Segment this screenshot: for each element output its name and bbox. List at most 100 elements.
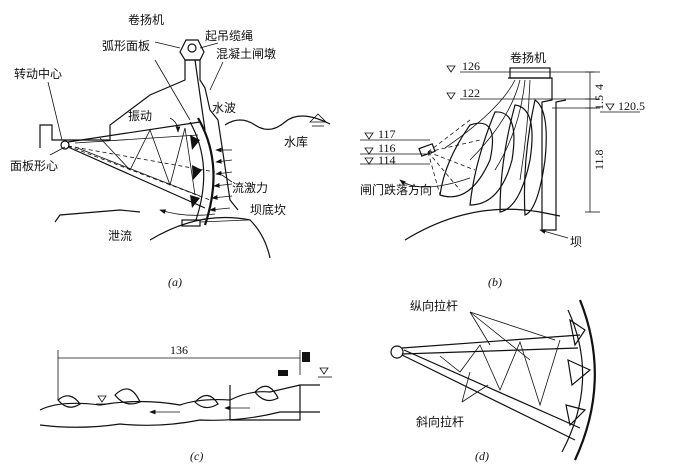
cable-b2 [469, 79, 521, 161]
gate-fragment-2 [114, 388, 141, 405]
caption-d: (d) [475, 449, 489, 463]
skin-plate-d [574, 299, 596, 461]
label-dim-1-5: 1.5 [592, 95, 606, 110]
label-reservoir: 水库 [284, 134, 308, 149]
label-dam-sill: 坝底坎 [250, 202, 286, 217]
spillway-box [229, 385, 301, 421]
truss-diagonals-d [439, 339, 561, 407]
water-symbol-c1 [97, 395, 107, 403]
leader-long-rod-1 [469, 311, 491, 346]
label-dam: 坝 [570, 235, 582, 249]
water-wave [224, 115, 331, 130]
sill-surface [149, 216, 271, 259]
label-plate-center: 面板形心 [10, 159, 58, 173]
fall-trajectory-fan [427, 119, 481, 196]
river-lower-bank [39, 411, 320, 428]
plate-center-line [67, 145, 216, 173]
winch-block-c [302, 352, 310, 362]
dam-body-b [404, 208, 561, 241]
pier-b [508, 77, 567, 231]
left-floor [54, 209, 141, 223]
winch-pulley [187, 43, 197, 53]
label-longitudinal-rod: 纵向拉杆 [410, 298, 458, 313]
leader-diag-rod-2 [461, 384, 489, 403]
pivot-center [60, 140, 70, 150]
label-level-116: 116 [378, 141, 396, 155]
leader-diag-rod-1 [461, 371, 471, 403]
skin-plate-frame-d [561, 309, 584, 453]
arm-truss [99, 127, 196, 196]
label-winch-b: 卷扬机 [510, 50, 546, 65]
gate-position-4 [523, 99, 547, 216]
gate-fragment-3 [194, 394, 219, 409]
label-level-126: 126 [462, 59, 480, 73]
flow-force-arrows [209, 147, 233, 212]
cable-b3 [494, 79, 526, 171]
label-pivot-center: 转动中心 [14, 66, 62, 81]
elevation-marks [360, 65, 640, 165]
upper-arm-d-inner [401, 347, 579, 355]
gate-fragment-4 [254, 385, 279, 402]
leader-long-rod-3 [469, 311, 556, 341]
panel-a: 卷扬机 起吊缆绳 弧形面板 混凝土闸墩 转动中心 水波 振动 水库 面板形心 流… [10, 12, 331, 289]
radial-skin-plate [197, 117, 215, 226]
label-vibration: 振动 [128, 109, 152, 123]
label-level-120-5: 120.5 [618, 99, 645, 113]
lower-arm-inner [74, 146, 201, 197]
label-water-wave: 水波 [212, 101, 236, 115]
caption-a: (a) [168, 275, 182, 289]
label-diagonal-rod: 斜向拉杆 [416, 414, 464, 429]
pivot-d [390, 345, 404, 359]
rib-triangles-d [565, 318, 592, 427]
lower-arm-d-outer [401, 354, 576, 441]
label-winch-a: 卷扬机 [128, 12, 164, 27]
label-discharge: 泄流 [108, 229, 132, 243]
leader-long-rod-2 [469, 311, 531, 361]
rib-triangles [190, 135, 202, 208]
panel-b: 卷扬机 126 122 120.5 117 116 114 4 1.5 11.8… [360, 50, 645, 289]
skin-plate-ribs [189, 121, 205, 221]
label-distance-136: 136 [170, 343, 188, 357]
label-dim-11-8: 11.8 [592, 149, 606, 170]
gate-fragment-1 [57, 395, 81, 408]
label-concrete-pier: 混凝土闸墩 [216, 46, 276, 61]
hoist-cable [194, 59, 206, 131]
label-level-122: 122 [462, 86, 480, 100]
label-radial-skin-plate: 弧形面板 [102, 39, 150, 53]
upper-arm-inner [74, 134, 199, 144]
vibration-arrow [169, 117, 181, 133]
winch-b [509, 67, 551, 79]
pier-outline [39, 59, 219, 148]
fall-direction-arrow [399, 177, 471, 188]
water-level-symbol [309, 113, 327, 123]
cable-b1 [444, 79, 516, 149]
gate-position-1 [439, 122, 494, 198]
label-level-117: 117 [378, 127, 396, 141]
lower-arm-d-inner [403, 349, 581, 429]
upper-arm [67, 121, 201, 143]
label-flow-force: 流激力 [232, 181, 268, 195]
pier-downstream-face [217, 119, 239, 211]
water-symbol-c2 [319, 367, 329, 375]
label-fall-direction: 闸门跌落方向 [360, 182, 432, 197]
panel-d: 纵向拉杆 斜向拉杆 (d) [390, 298, 596, 463]
label-hoist-cable: 起吊缆绳 [205, 29, 253, 43]
panel-c: 136 (c) [39, 343, 332, 463]
lower-arm [67, 146, 206, 209]
caption-b: (b) [488, 275, 502, 289]
winch-housing [179, 39, 205, 61]
cable-b4 [519, 79, 531, 181]
flow-dash-line [67, 145, 211, 201]
river-upper-bank [39, 384, 320, 411]
gate-position-2 [469, 111, 515, 206]
dam-sill [181, 219, 201, 227]
label-level-114: 114 [378, 153, 396, 167]
winch-block-c2 [278, 370, 288, 376]
upper-arm-d-outer [401, 334, 581, 349]
dam-leader [539, 229, 569, 239]
label-dim-4: 4 [592, 84, 606, 90]
caption-c: (c) [190, 449, 203, 463]
discharge-arrow [159, 209, 216, 216]
